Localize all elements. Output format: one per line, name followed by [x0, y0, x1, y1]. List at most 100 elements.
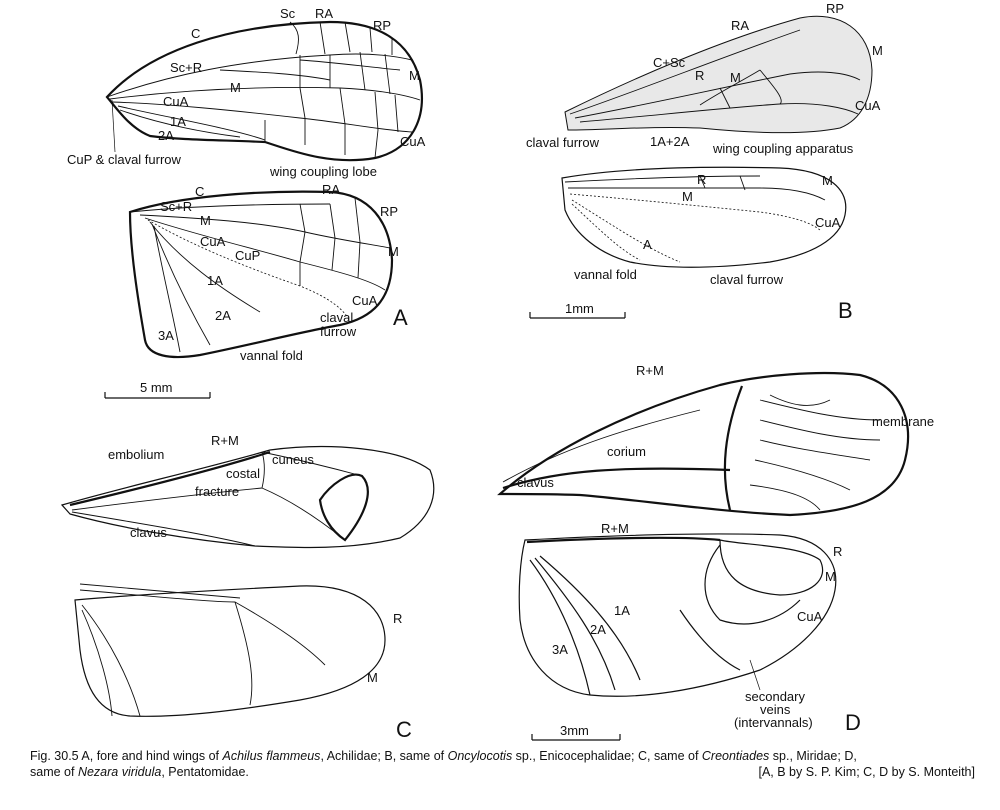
- label-a-m-2: M: [409, 68, 420, 83]
- label-b-r: R: [695, 68, 704, 83]
- label-b-h-m-2: M: [822, 173, 833, 188]
- label-b-ra: RA: [731, 18, 749, 33]
- panel-c-hindwing-outline: [74, 585, 386, 717]
- label-b-vannal-fold: vannal fold: [574, 267, 637, 282]
- label-a-h-sc-r: Sc+R: [160, 199, 192, 214]
- caption-prefix: Fig. 30.5: [30, 749, 79, 763]
- label-a-h-m: M: [200, 213, 211, 228]
- caption-species-4: Nezara viridula: [77, 765, 162, 779]
- caption-line-2: same of Nezara viridula, Pentatomidae. […: [30, 764, 975, 780]
- label-b-cua: CuA: [855, 98, 881, 113]
- label-d-corium: corium: [607, 444, 646, 459]
- panel-c-forewing-veins: [69, 450, 369, 547]
- panel-label-b: B: [838, 298, 853, 323]
- label-d-h-r-m: R+M: [601, 521, 629, 536]
- panel-a-hindwing-veins: [129, 197, 391, 353]
- label-a-furrow: furrow: [320, 324, 357, 339]
- caption-credit: [A, B by S. P. Kim; C, D by S. Monteith]: [758, 765, 975, 779]
- label-b-h-cua: CuA: [815, 215, 841, 230]
- label-c-costal: costal: [226, 466, 260, 481]
- panel-d-hindwing-veins: [526, 536, 824, 696]
- caption-text-6: , Pentatomidae.: [161, 765, 249, 779]
- label-c-h-r: R: [393, 611, 402, 626]
- caption-species-2: Oncylocotis: [447, 749, 513, 763]
- label-b-wing-coupling-apparatus: wing coupling apparatus: [712, 141, 854, 156]
- label-b-m-2: M: [730, 70, 741, 85]
- label-b-m: M: [872, 43, 883, 58]
- label-c-h-m: M: [367, 670, 378, 685]
- caption-text-5: same of: [30, 765, 78, 779]
- panel-c-forewing-outline: [60, 446, 435, 549]
- panel-a-forewing-veins: [106, 21, 421, 159]
- panel-a-hindwing-outline: [128, 190, 394, 359]
- label-d-veins: veins: [760, 702, 791, 717]
- label-d-membrane: membrane: [872, 414, 934, 429]
- panel-d: R+M corium membrane clavus R+M R M CuA 1…: [497, 363, 934, 741]
- panel-c-hindwing-veins: [79, 583, 326, 717]
- label-a-sc-r: Sc+R: [170, 60, 202, 75]
- label-a-vannal-fold: vannal fold: [240, 348, 303, 363]
- label-a-wing-coupling-lobe: wing coupling lobe: [269, 164, 377, 179]
- label-b-c-sc: C+Sc: [653, 55, 686, 70]
- label-a-h-cua: CuA: [200, 234, 226, 249]
- label-c-cuneus: cuneus: [272, 452, 314, 467]
- label-a-h-rp: RP: [380, 204, 398, 219]
- label-a-h-cua-2: CuA: [352, 293, 378, 308]
- label-a-h-m-2: M: [388, 244, 399, 259]
- caption-species-3: Creontiades: [701, 749, 770, 763]
- label-a-ra: RA: [315, 6, 333, 21]
- label-d-h-3a: 3A: [552, 642, 568, 657]
- panel-b: RP RA C+Sc M R M CuA claval furrow 1A+2A…: [526, 1, 883, 323]
- label-a-m: M: [230, 80, 241, 95]
- panel-d-forewing-veins: [502, 385, 881, 511]
- panel-a-forewing-outline: [105, 20, 423, 162]
- label-a-h-1a: 1A: [207, 273, 223, 288]
- wing-venation-figure: C Sc RA RP Sc+R M M CuA 1A 2A CuA CuP & …: [60, 1, 934, 742]
- label-a-h-2a: 2A: [215, 308, 231, 323]
- panel-label-d: D: [845, 710, 861, 735]
- label-d-h-1a: 1A: [614, 603, 630, 618]
- label-c-clavus: clavus: [130, 525, 167, 540]
- label-d-h-2a: 2A: [590, 622, 606, 637]
- panel-b-forewing-veins: [569, 29, 861, 123]
- panel-b-hindwing-outline: [561, 166, 847, 268]
- label-a-cup-claval-furrow: CuP & claval furrow: [67, 152, 182, 167]
- caption-text-1: A, fore and hind wings of: [78, 749, 223, 763]
- caption-text-2: , Achilidae; B, same of: [320, 749, 448, 763]
- caption-line-1: Fig. 30.5 A, fore and hind wings of Achi…: [30, 748, 975, 764]
- label-b-claval-furrow-2: claval furrow: [710, 272, 784, 287]
- label-b-rp: RP: [826, 1, 844, 16]
- caption-species-1: Achilus flammeus: [222, 749, 321, 763]
- label-a-cua: CuA: [163, 94, 189, 109]
- label-c-fracture: fracture: [195, 484, 239, 499]
- label-a-claval: claval: [320, 310, 353, 325]
- panel-c: R+M embolium costal fracture cuneus clav…: [60, 433, 435, 742]
- label-a-sc: Sc: [280, 6, 296, 21]
- label-a-h-3a: 3A: [158, 328, 174, 343]
- panel-label-a: A: [393, 305, 408, 330]
- panel-b-hindwing-veins: [564, 175, 826, 263]
- label-a-c: C: [191, 26, 200, 41]
- panel-d-forewing-outline: [497, 371, 910, 517]
- label-b-h-r: R: [697, 172, 706, 187]
- label-b-1a-2a: 1A+2A: [650, 134, 690, 149]
- label-a-2a: 2A: [158, 128, 174, 143]
- label-b-h-a: A: [643, 237, 652, 252]
- panel-b-forewing-outline: [564, 15, 873, 134]
- label-a-rp: RP: [373, 18, 391, 33]
- label-a-h-cup: CuP: [235, 248, 260, 263]
- panel-d-hindwing-outline: [518, 533, 837, 697]
- panel-a: C Sc RA RP Sc+R M M CuA 1A 2A CuA CuP & …: [67, 6, 426, 399]
- figure-caption: Fig. 30.5 A, fore and hind wings of Achi…: [30, 748, 975, 780]
- label-a-h-c: C: [195, 184, 204, 199]
- label-c-r-m: R+M: [211, 433, 239, 448]
- label-d-r-m: R+M: [636, 363, 664, 378]
- label-a-cua-2: CuA: [400, 134, 426, 149]
- scale-label-d: 3mm: [560, 723, 589, 738]
- label-a-1a: 1A: [170, 114, 186, 129]
- label-d-h-m: M: [825, 569, 836, 584]
- label-d-secondary: secondary: [745, 689, 805, 704]
- scale-label-a: 5 mm: [140, 380, 173, 395]
- label-c-embolium: embolium: [108, 447, 164, 462]
- caption-text-3: sp., Enicocephalidae; C, same of: [512, 749, 702, 763]
